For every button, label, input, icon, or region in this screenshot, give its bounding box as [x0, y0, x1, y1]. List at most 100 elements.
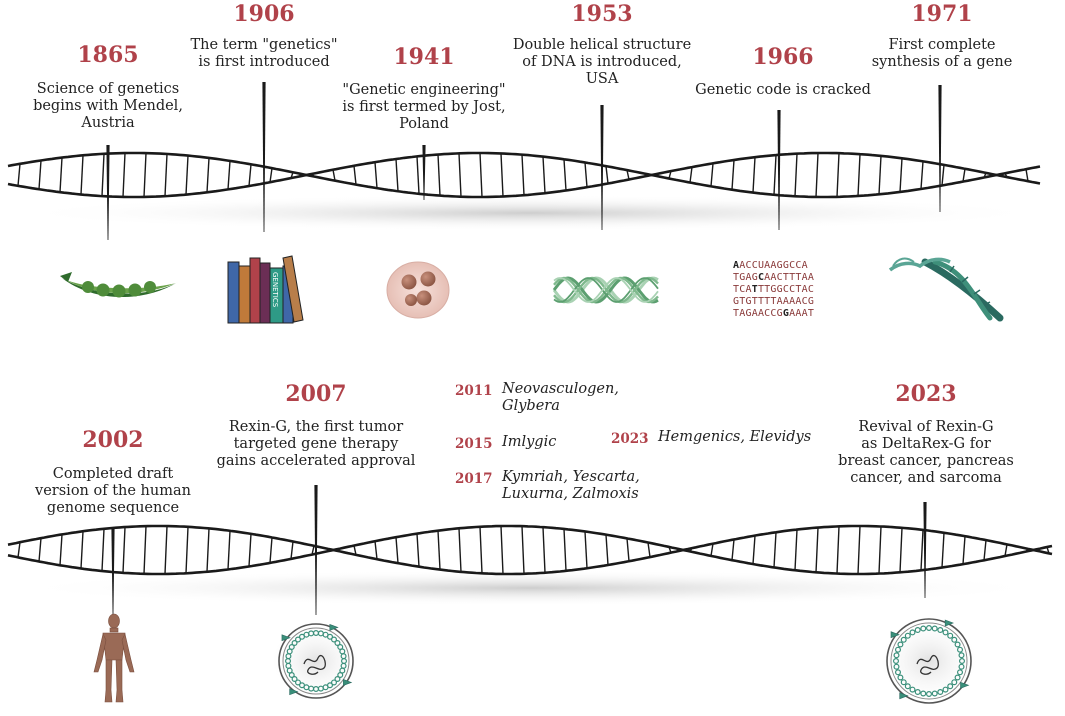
- helix-rung: [920, 529, 924, 571]
- description-line: begins with Mendel,: [33, 98, 183, 114]
- helix-rung: [584, 162, 588, 188]
- helix-rung: [1025, 169, 1029, 182]
- helix-rung: [122, 153, 126, 197]
- approval-year: 2011: [455, 383, 493, 399]
- product-line: Luxurna, Zalmoxis: [502, 486, 639, 502]
- helix-rung: [227, 160, 231, 190]
- helix-rung: [206, 528, 210, 572]
- milestone-marker: [111, 528, 115, 615]
- helix-rung: [437, 154, 441, 196]
- helix-strand: [7, 524, 1053, 576]
- helix-strand: [7, 151, 1041, 199]
- helix-rung: [143, 526, 147, 574]
- product-line: Imlygic: [502, 434, 557, 450]
- description-line: Double helical structure: [512, 37, 692, 53]
- helix-rung: [437, 530, 441, 570]
- description-line: genome sequence: [46, 500, 180, 516]
- description-line: Science of genetics: [36, 81, 180, 97]
- description-line: is first introduced: [198, 54, 330, 70]
- helix-rung: [710, 543, 714, 557]
- helix-rung: [416, 533, 420, 567]
- approved-products: Neovasculogen,Glybera: [502, 381, 619, 415]
- helix-rung: [878, 526, 882, 574]
- approval-year: 2017: [455, 471, 493, 487]
- helix-rung: [626, 538, 630, 562]
- helix-rung: [458, 153, 462, 197]
- helix-rung: [248, 164, 252, 187]
- description-line: is first termed by Jost,: [342, 99, 506, 115]
- approved-products: Kymriah, Yescarta,Luxurna, Zalmoxis: [502, 469, 640, 503]
- description-line: as DeltaRex-G for: [861, 436, 991, 452]
- helix-rung: [857, 154, 861, 196]
- helix-rung: [332, 169, 336, 181]
- sequence-row: TGAGCAACTTTAA: [733, 272, 815, 283]
- helix-rung: [752, 535, 756, 565]
- sequence-row: TAGAACCGGAAAT: [733, 308, 815, 319]
- helix-rung: [773, 155, 777, 195]
- approval-year: 2015: [455, 436, 493, 452]
- helix-rung: [836, 153, 840, 197]
- helix-rung: [143, 153, 147, 197]
- helix-rung: [227, 530, 231, 570]
- description-line: gains accelerated approval: [216, 453, 416, 469]
- double-helix-icon: [552, 276, 659, 304]
- helix-rung: [710, 163, 714, 187]
- helix-rung: [122, 527, 126, 573]
- helix-rung: [899, 527, 903, 573]
- sequence-row: TCATTTGGCCTAC: [733, 284, 815, 295]
- helix-rung: [941, 532, 945, 568]
- helix-rung: [101, 528, 105, 572]
- description-line: Completed draft: [52, 466, 174, 482]
- helix-rung: [185, 526, 189, 574]
- helix-rung: [1004, 544, 1008, 557]
- helix-rung: [563, 528, 567, 571]
- description-line: of DNA is introduced,: [522, 54, 682, 70]
- helix-rung: [38, 538, 42, 562]
- helix-rung: [395, 537, 399, 564]
- helix-rung: [206, 157, 210, 193]
- milestone-description: The term "genetics"is first introduced: [154, 37, 374, 71]
- helix-rung: [731, 159, 735, 190]
- helix-rung: [773, 532, 777, 568]
- milestone-year: 2007: [285, 381, 347, 407]
- description-line: synthesis of a gene: [871, 54, 1013, 70]
- helix-rung: [815, 153, 819, 197]
- helix-rung: [794, 153, 798, 197]
- helix-rung: [500, 153, 504, 197]
- gene-synthesis-icon: [888, 257, 1004, 322]
- helix-rung: [17, 163, 21, 186]
- description-line: targeted gene therapy: [233, 436, 399, 452]
- milestone-year: 2002: [82, 427, 144, 453]
- books-icon: GENETICS: [227, 255, 304, 324]
- milestone-marker: [314, 485, 318, 615]
- helix-rung: [80, 531, 84, 569]
- milestone-marker: [777, 110, 781, 230]
- milestone-marker: [938, 85, 942, 212]
- cell-cluster-icon: [386, 261, 450, 319]
- helix-shadow: [10, 195, 1050, 231]
- milestone-marker: [262, 82, 266, 232]
- helix-shadow: [10, 570, 1050, 606]
- description-line: version of the human: [35, 483, 191, 499]
- product-line: Glybera: [502, 398, 560, 414]
- helix-rung: [962, 536, 966, 565]
- helix-rung: [521, 526, 525, 574]
- helix-rung: [101, 153, 105, 197]
- helix-rung: [542, 527, 546, 573]
- helix-rung: [353, 545, 357, 556]
- product-line: Hemgenics, Elevidys: [658, 429, 812, 445]
- helix-rung: [479, 526, 483, 574]
- helix-rung: [416, 156, 420, 194]
- description-line: The term "genetics": [190, 37, 338, 53]
- helix-rung: [605, 166, 609, 184]
- milestone-year: 1906: [233, 1, 295, 27]
- helix-rung: [794, 529, 798, 571]
- description-line: Rexin-G, the first tumor: [228, 419, 404, 435]
- helix-rung: [983, 540, 987, 561]
- description-line: Genetic code is cracked: [695, 82, 871, 98]
